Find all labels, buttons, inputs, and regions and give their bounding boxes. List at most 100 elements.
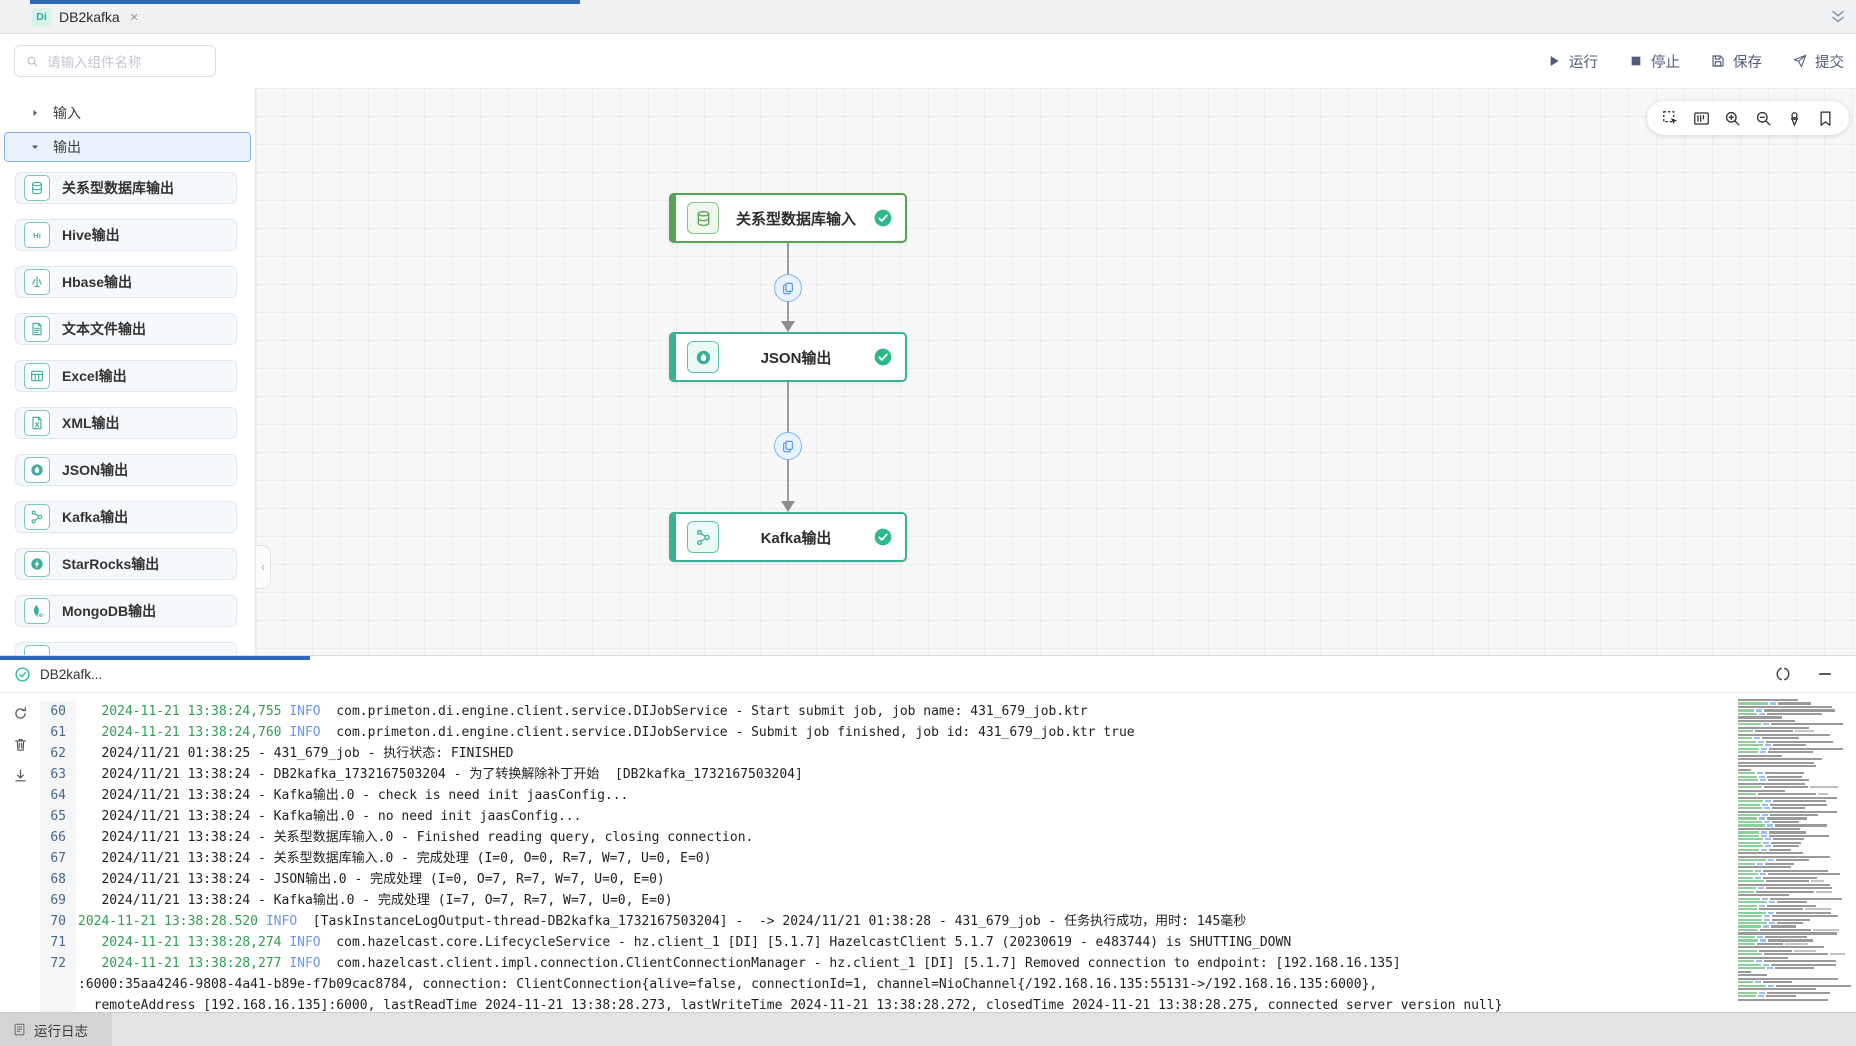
group-label: 输入	[53, 105, 81, 121]
hbase-icon	[24, 269, 50, 295]
tab-db2kafka[interactable]: Di DB2kafka ×	[22, 0, 148, 34]
refresh-icon[interactable]	[12, 705, 29, 722]
component-item-kafka[interactable]: Kafka输出	[15, 501, 237, 533]
search-input[interactable]: 请输入组件名称	[14, 45, 216, 77]
json-icon	[687, 341, 719, 373]
zoom-in-icon[interactable]	[1723, 109, 1742, 128]
log-line: 69 2024/11/21 13:38:24 - Kafka输出.0 - 完成处…	[40, 890, 1856, 911]
marquee-select-icon[interactable]	[1661, 109, 1680, 128]
component-item-excel[interactable]: Excel输出	[15, 360, 237, 392]
edge-copy-badge[interactable]	[774, 274, 802, 302]
textfile-icon	[24, 316, 50, 342]
component-label: XML输出	[62, 415, 120, 431]
panel-progress-bar	[0, 656, 310, 660]
component-item-json[interactable]: JSON输出	[15, 454, 237, 486]
chevrons-down-icon[interactable]	[1828, 7, 1848, 27]
copy-icon	[780, 438, 796, 454]
edge-arrow-icon	[781, 321, 795, 332]
run-log-panel: DB2kafk... 60 2024-11-21 13:38:24,755 IN…	[0, 655, 1856, 1012]
zoom-out-icon[interactable]	[1754, 109, 1773, 128]
component-label: MongoDB输出	[62, 603, 157, 619]
toolbar: 请输入组件名称 运行 停止 保存 提交	[0, 34, 1856, 88]
json-icon	[24, 457, 50, 483]
di-badge: Di	[32, 7, 51, 27]
log-line: 71 2024-11-21 13:38:28,274 INFO com.haze…	[40, 932, 1856, 953]
search-icon	[25, 54, 40, 69]
log-panel-title: DB2kafk...	[40, 666, 103, 682]
sidebar-group-input[interactable]: 输入	[4, 100, 251, 126]
trash-icon[interactable]	[12, 736, 29, 753]
component-item-partial[interactable]	[15, 642, 237, 655]
success-check-icon	[873, 347, 893, 367]
success-check-icon	[873, 527, 893, 547]
sidebar-collapse-handle[interactable]: ‹	[256, 545, 271, 589]
database-icon	[687, 202, 719, 234]
stop-label: 停止	[1651, 54, 1680, 71]
component-item-hbase[interactable]: Hbase输出	[15, 266, 237, 298]
kafka-icon	[24, 504, 50, 530]
run-button[interactable]: 运行	[1546, 51, 1598, 72]
node-label: 关系型数据库输入	[735, 210, 856, 228]
collapse-panel-icon[interactable]	[1816, 665, 1834, 683]
close-tab-icon[interactable]: ×	[129, 8, 139, 26]
log-lines: 60 2024-11-21 13:38:24,755 INFO com.prim…	[40, 693, 1856, 1012]
component-item-mongodb[interactable]: DB MongoDB输出	[15, 595, 237, 627]
download-icon[interactable]	[12, 767, 29, 784]
sidebar-group-output[interactable]: 输出	[4, 132, 251, 162]
node-accent	[669, 193, 676, 243]
caret-right-icon	[29, 107, 41, 119]
component-label: Hive输出	[62, 227, 120, 243]
flow-node-kafka-output[interactable]: Kafka输出	[669, 512, 907, 562]
log-line: :6000:35aa4246-9808-4a41-b89e-f7b09cac87…	[40, 974, 1856, 995]
minimap-icon[interactable]	[1692, 109, 1711, 128]
tab-bar: Di DB2kafka ×	[0, 0, 1856, 34]
edge-copy-badge[interactable]	[774, 432, 802, 460]
edge-arrow-icon	[781, 501, 795, 512]
sync-icon[interactable]	[1774, 665, 1792, 683]
copy-icon	[780, 280, 796, 296]
run-log-tab[interactable]: 运行日志	[0, 1013, 112, 1046]
tab-title: DB2kafka	[59, 9, 120, 25]
xml-icon	[24, 410, 50, 436]
flow-node-json-output[interactable]: JSON输出	[669, 332, 907, 382]
flow-node-db-input[interactable]: 关系型数据库输入	[669, 193, 907, 243]
log-line: 60 2024-11-21 13:38:24,755 INFO com.prim…	[40, 701, 1856, 722]
log-line: 64 2024/11/21 13:38:24 - Kafka输出.0 - che…	[40, 785, 1856, 806]
component-label: Hbase输出	[62, 274, 133, 290]
flow-canvas[interactable]: 关系型数据库输入 JSON输出 Kafka输出	[256, 88, 1856, 655]
success-check-icon	[14, 666, 31, 683]
play-icon	[1546, 53, 1562, 69]
log-minimap[interactable]	[1738, 697, 1851, 1005]
log-panel-header: DB2kafk...	[0, 656, 1856, 693]
component-item-xml[interactable]: XML输出	[15, 407, 237, 439]
mongodb-icon: DB	[24, 598, 50, 624]
locate-icon[interactable]	[1785, 109, 1804, 128]
log-document-icon	[12, 1022, 27, 1037]
log-line: 65 2024/11/21 13:38:24 - Kafka输出.0 - no …	[40, 806, 1856, 827]
run-label: 运行	[1569, 54, 1598, 71]
log-line: 62 2024/11/21 01:38:25 - 431_679_job - 执…	[40, 743, 1856, 764]
component-item-starrocks[interactable]: StarRocks输出	[15, 548, 237, 580]
component-item-textfile[interactable]: 文本文件输出	[15, 313, 237, 345]
node-accent	[669, 332, 676, 382]
bookmark-icon[interactable]	[1816, 109, 1835, 128]
search-placeholder: 请输入组件名称	[47, 55, 142, 70]
save-button[interactable]: 保存	[1710, 51, 1762, 72]
database-icon	[24, 175, 50, 201]
log-gutter	[0, 693, 40, 1012]
svg-text:DB: DB	[37, 613, 43, 618]
component-label: Kafka输出	[62, 509, 129, 525]
excel-icon	[24, 363, 50, 389]
submit-button[interactable]: 提交	[1792, 51, 1844, 72]
submit-label: 提交	[1815, 54, 1844, 71]
node-accent	[669, 512, 676, 562]
stop-icon	[1628, 53, 1644, 69]
save-icon	[1710, 53, 1726, 69]
component-icon	[24, 645, 50, 655]
component-item-database[interactable]: 关系型数据库输出	[15, 172, 237, 204]
stop-button[interactable]: 停止	[1628, 51, 1680, 72]
component-label: JSON输出	[62, 462, 129, 478]
